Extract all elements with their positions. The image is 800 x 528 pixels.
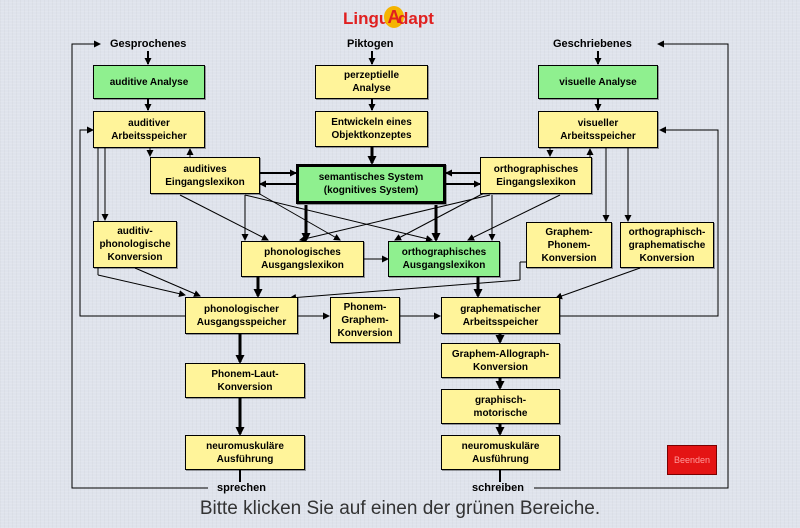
logo-badge-icon: A <box>384 6 404 28</box>
label-written: Geschriebenes <box>553 38 632 50</box>
box-phonologisches-ausgangslexikon: phonologisches Ausgangslexikon <box>241 241 364 277</box>
box-auditives-eingangslexikon: auditives Eingangslexikon <box>150 157 260 194</box>
instruction-text: Bitte klicken Sie auf einen der grünen B… <box>199 498 601 519</box>
box-graphem-phonem-konversion: Graphem- Phonem- Konversion <box>526 222 612 268</box>
box-orthographisch-graphematische-konversion: orthographisch- graphematische Konversio… <box>620 222 714 268</box>
logo-text-part2: dapt <box>398 9 434 28</box>
logo-text-part1: Lingu <box>343 9 390 28</box>
box-perzeptielle-analyse: perzeptielle Analyse <box>315 65 428 99</box>
box-neuromuskulaere-ausfuehrung-sprechen: neuromuskuläre Ausführung <box>185 435 305 470</box>
box-orthographisches-eingangslexikon: orthographisches Eingangslexikon <box>480 157 592 194</box>
label-schreiben: schreiben <box>472 482 524 494</box>
box-visueller-arbeitsspeicher: visueller Arbeitsspeicher <box>538 111 658 148</box>
box-objektkonzepte: Entwickeln eines Objektkonzeptes <box>315 111 428 147</box>
box-graphematischer-arbeitsspeicher: graphematischer Arbeitsspeicher <box>441 297 560 334</box>
box-orthographisches-ausgangslexikon[interactable]: orthographisches Ausgangslexikon <box>388 241 500 277</box>
box-auditiv-phonologische-konversion: auditiv- phonologische Konversion <box>93 221 177 268</box>
box-phonologischer-ausgangsspeicher: phonologischer Ausgangsspeicher <box>185 297 298 334</box>
box-semantisches-system[interactable]: semantisches System (kognitives System) <box>296 164 446 204</box>
box-auditiver-arbeitsspeicher: auditiver Arbeitsspeicher <box>93 111 205 148</box>
box-graphisch-motorische: graphisch- motorische <box>441 389 560 424</box>
app-logo: Lingu A dapt <box>343 6 455 32</box>
box-phonem-graphem-konversion: Phonem- Graphem- Konversion <box>330 297 400 343</box>
box-phonem-laut-konversion: Phonem-Laut- Konversion <box>185 363 305 398</box>
label-spoken: Gesprochenes <box>110 38 187 50</box>
box-auditive-analyse[interactable]: auditive Analyse <box>93 65 205 99</box>
box-visuelle-analyse[interactable]: visuelle Analyse <box>538 65 658 99</box>
box-neuromuskulaere-ausfuehrung-schreiben: neuromuskuläre Ausführung <box>441 435 560 470</box>
quit-button[interactable]: Beenden <box>667 445 717 475</box>
label-pictograms: Piktogen <box>347 38 394 50</box>
box-graphem-allograph-konversion: Graphem-Allograph- Konversion <box>441 343 560 378</box>
label-sprechen: sprechen <box>217 482 266 494</box>
